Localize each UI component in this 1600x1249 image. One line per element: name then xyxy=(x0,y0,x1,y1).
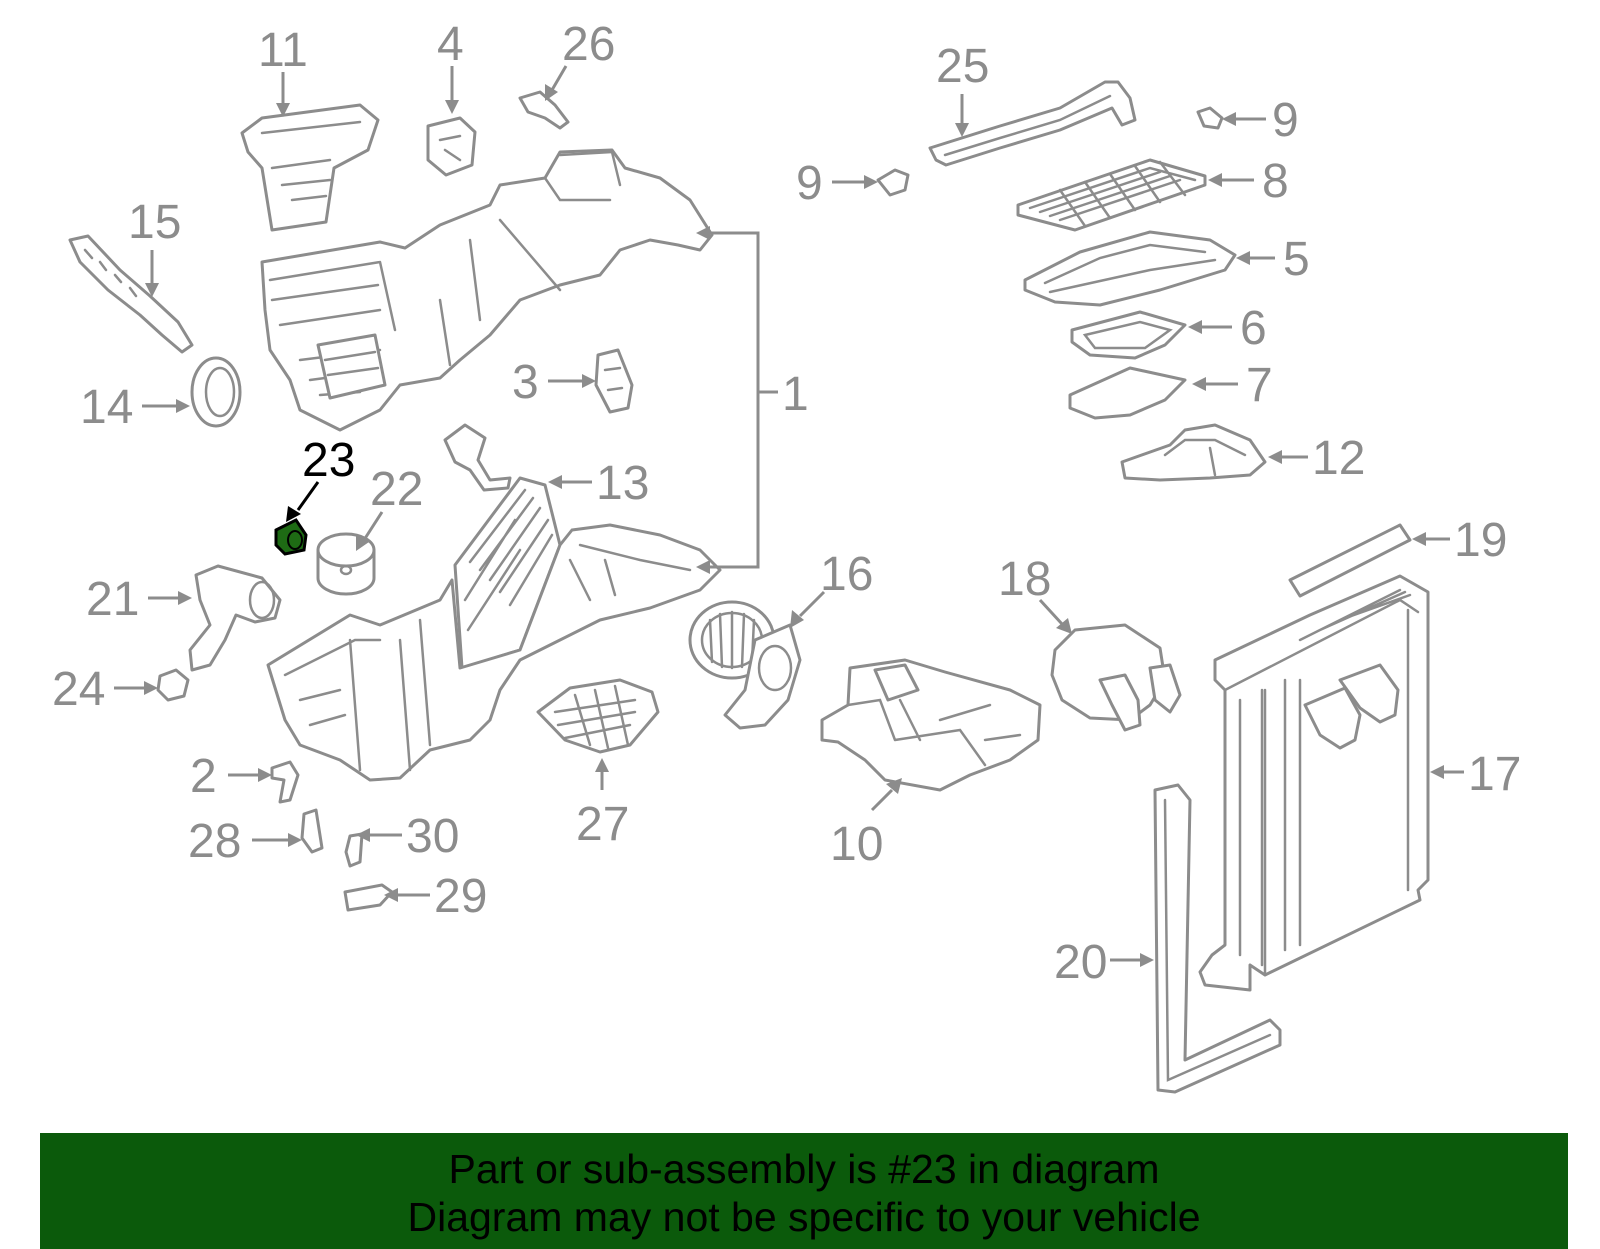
banner-line-part: Part or sub-assembly is #23 in diagram xyxy=(448,1146,1160,1192)
part-16-blower xyxy=(688,600,802,730)
label-28: 28 xyxy=(188,815,241,868)
part-14-ring xyxy=(190,356,242,428)
part-2-clip xyxy=(270,760,300,804)
label-30: 30 xyxy=(406,810,459,863)
part-23-grommet xyxy=(274,518,308,556)
label-15: 15 xyxy=(128,196,181,249)
label-26: 26 xyxy=(562,18,615,71)
part-19-strip xyxy=(1288,523,1412,598)
label-7: 7 xyxy=(1246,359,1273,412)
label-29: 29 xyxy=(434,870,487,923)
part-4-actuator xyxy=(426,116,477,177)
part-17-heater-core xyxy=(1198,574,1430,992)
label-2: 2 xyxy=(190,750,217,803)
label-25: 25 xyxy=(936,40,989,93)
label-11: 11 xyxy=(258,24,308,77)
part-20-seal-frame xyxy=(1153,783,1282,1094)
part-6-seal xyxy=(1070,310,1187,360)
label-5: 5 xyxy=(1283,233,1310,286)
label-6: 6 xyxy=(1240,302,1267,355)
label-12: 12 xyxy=(1312,432,1365,485)
part-30-clip xyxy=(344,832,364,868)
label-1: 1 xyxy=(782,368,809,421)
label-24: 24 xyxy=(52,663,105,716)
label-8: 8 xyxy=(1262,155,1289,208)
part-7-gasket xyxy=(1068,366,1187,420)
label-9-left: 9 xyxy=(796,157,823,210)
label-21: 21 xyxy=(86,573,139,626)
part-25-bar xyxy=(928,80,1137,167)
part-3-bracket xyxy=(594,348,634,414)
banner-line-disclaimer: Diagram may not be specific to your vehi… xyxy=(407,1194,1201,1240)
part-26-clip xyxy=(518,90,570,130)
part-15-cable xyxy=(68,234,194,354)
label-13: 13 xyxy=(596,457,649,510)
part-10-module xyxy=(820,658,1042,792)
part-29-clip xyxy=(343,883,394,912)
part-27-grille xyxy=(536,678,660,754)
part-1-lower-housing xyxy=(266,523,722,782)
label-20: 20 xyxy=(1054,936,1107,989)
label-3: 3 xyxy=(512,356,539,409)
label-9-right: 9 xyxy=(1272,94,1299,147)
label-23: 23 xyxy=(302,434,355,487)
callout-labels: 1 2 3 4 5 6 7 8 9 9 10 11 12 13 14 15 16… xyxy=(52,18,1521,989)
part-5-frame xyxy=(1023,230,1237,307)
leader-lines xyxy=(114,65,1464,967)
part-28-clip xyxy=(300,808,324,854)
label-22: 22 xyxy=(370,463,423,516)
part-18-valve xyxy=(1050,623,1182,732)
label-27: 27 xyxy=(576,798,629,851)
part-24-nut xyxy=(156,668,190,702)
part-9-clip-left xyxy=(876,168,910,197)
part-11-duct xyxy=(240,103,380,232)
part-21-elbow xyxy=(188,564,282,672)
label-4: 4 xyxy=(437,18,464,71)
label-14: 14 xyxy=(80,381,133,434)
label-17: 17 xyxy=(1468,748,1521,801)
label-18: 18 xyxy=(998,553,1051,606)
part-1-upper-housing xyxy=(260,148,714,432)
part-12-bracket xyxy=(1120,423,1267,482)
part-9-clip-right xyxy=(1196,106,1224,130)
label-16: 16 xyxy=(820,548,873,601)
label-10: 10 xyxy=(830,818,883,871)
label-19: 19 xyxy=(1454,514,1507,567)
part-8-filter xyxy=(1016,158,1207,232)
info-banner: Part or sub-assembly is #23 in diagram D… xyxy=(40,1133,1568,1249)
